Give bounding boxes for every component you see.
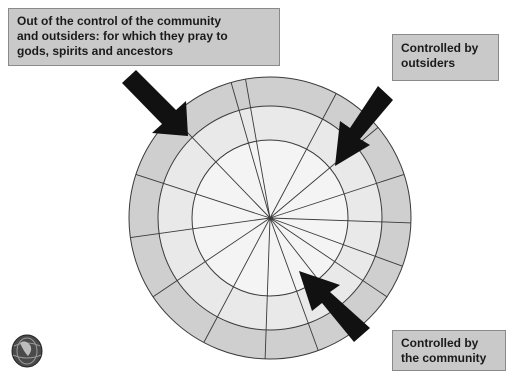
label-outside-control: Out of the control of the community and … <box>8 8 280 66</box>
sector-line <box>230 82 271 219</box>
label-outside-control-text: Out of the control of the community and … <box>17 14 228 58</box>
sector-line <box>171 116 271 219</box>
sector-line <box>245 79 271 219</box>
sector-line <box>269 217 411 224</box>
arrow-outside-control <box>122 70 188 136</box>
arrow-community <box>299 271 370 342</box>
sector-line <box>269 217 403 267</box>
label-community-text: Controlled by the community <box>401 336 487 365</box>
globe-logo-icon <box>11 334 43 368</box>
label-outsiders-text: Controlled by outsiders <box>401 41 479 70</box>
label-controlled-by-community: Controlled by the community <box>392 330 506 371</box>
label-controlled-by-outsiders: Controlled by outsiders <box>392 34 499 81</box>
sector-line <box>269 217 388 298</box>
sector-line <box>135 173 271 219</box>
sector-line <box>269 93 337 219</box>
sector-line <box>269 217 319 351</box>
sector-line <box>130 217 271 239</box>
arrow-outsiders <box>335 86 393 166</box>
sector-line <box>152 217 271 298</box>
sector-line <box>264 217 271 359</box>
sector-line <box>203 217 271 343</box>
sector-lines <box>130 79 411 359</box>
sector-line <box>269 173 405 219</box>
